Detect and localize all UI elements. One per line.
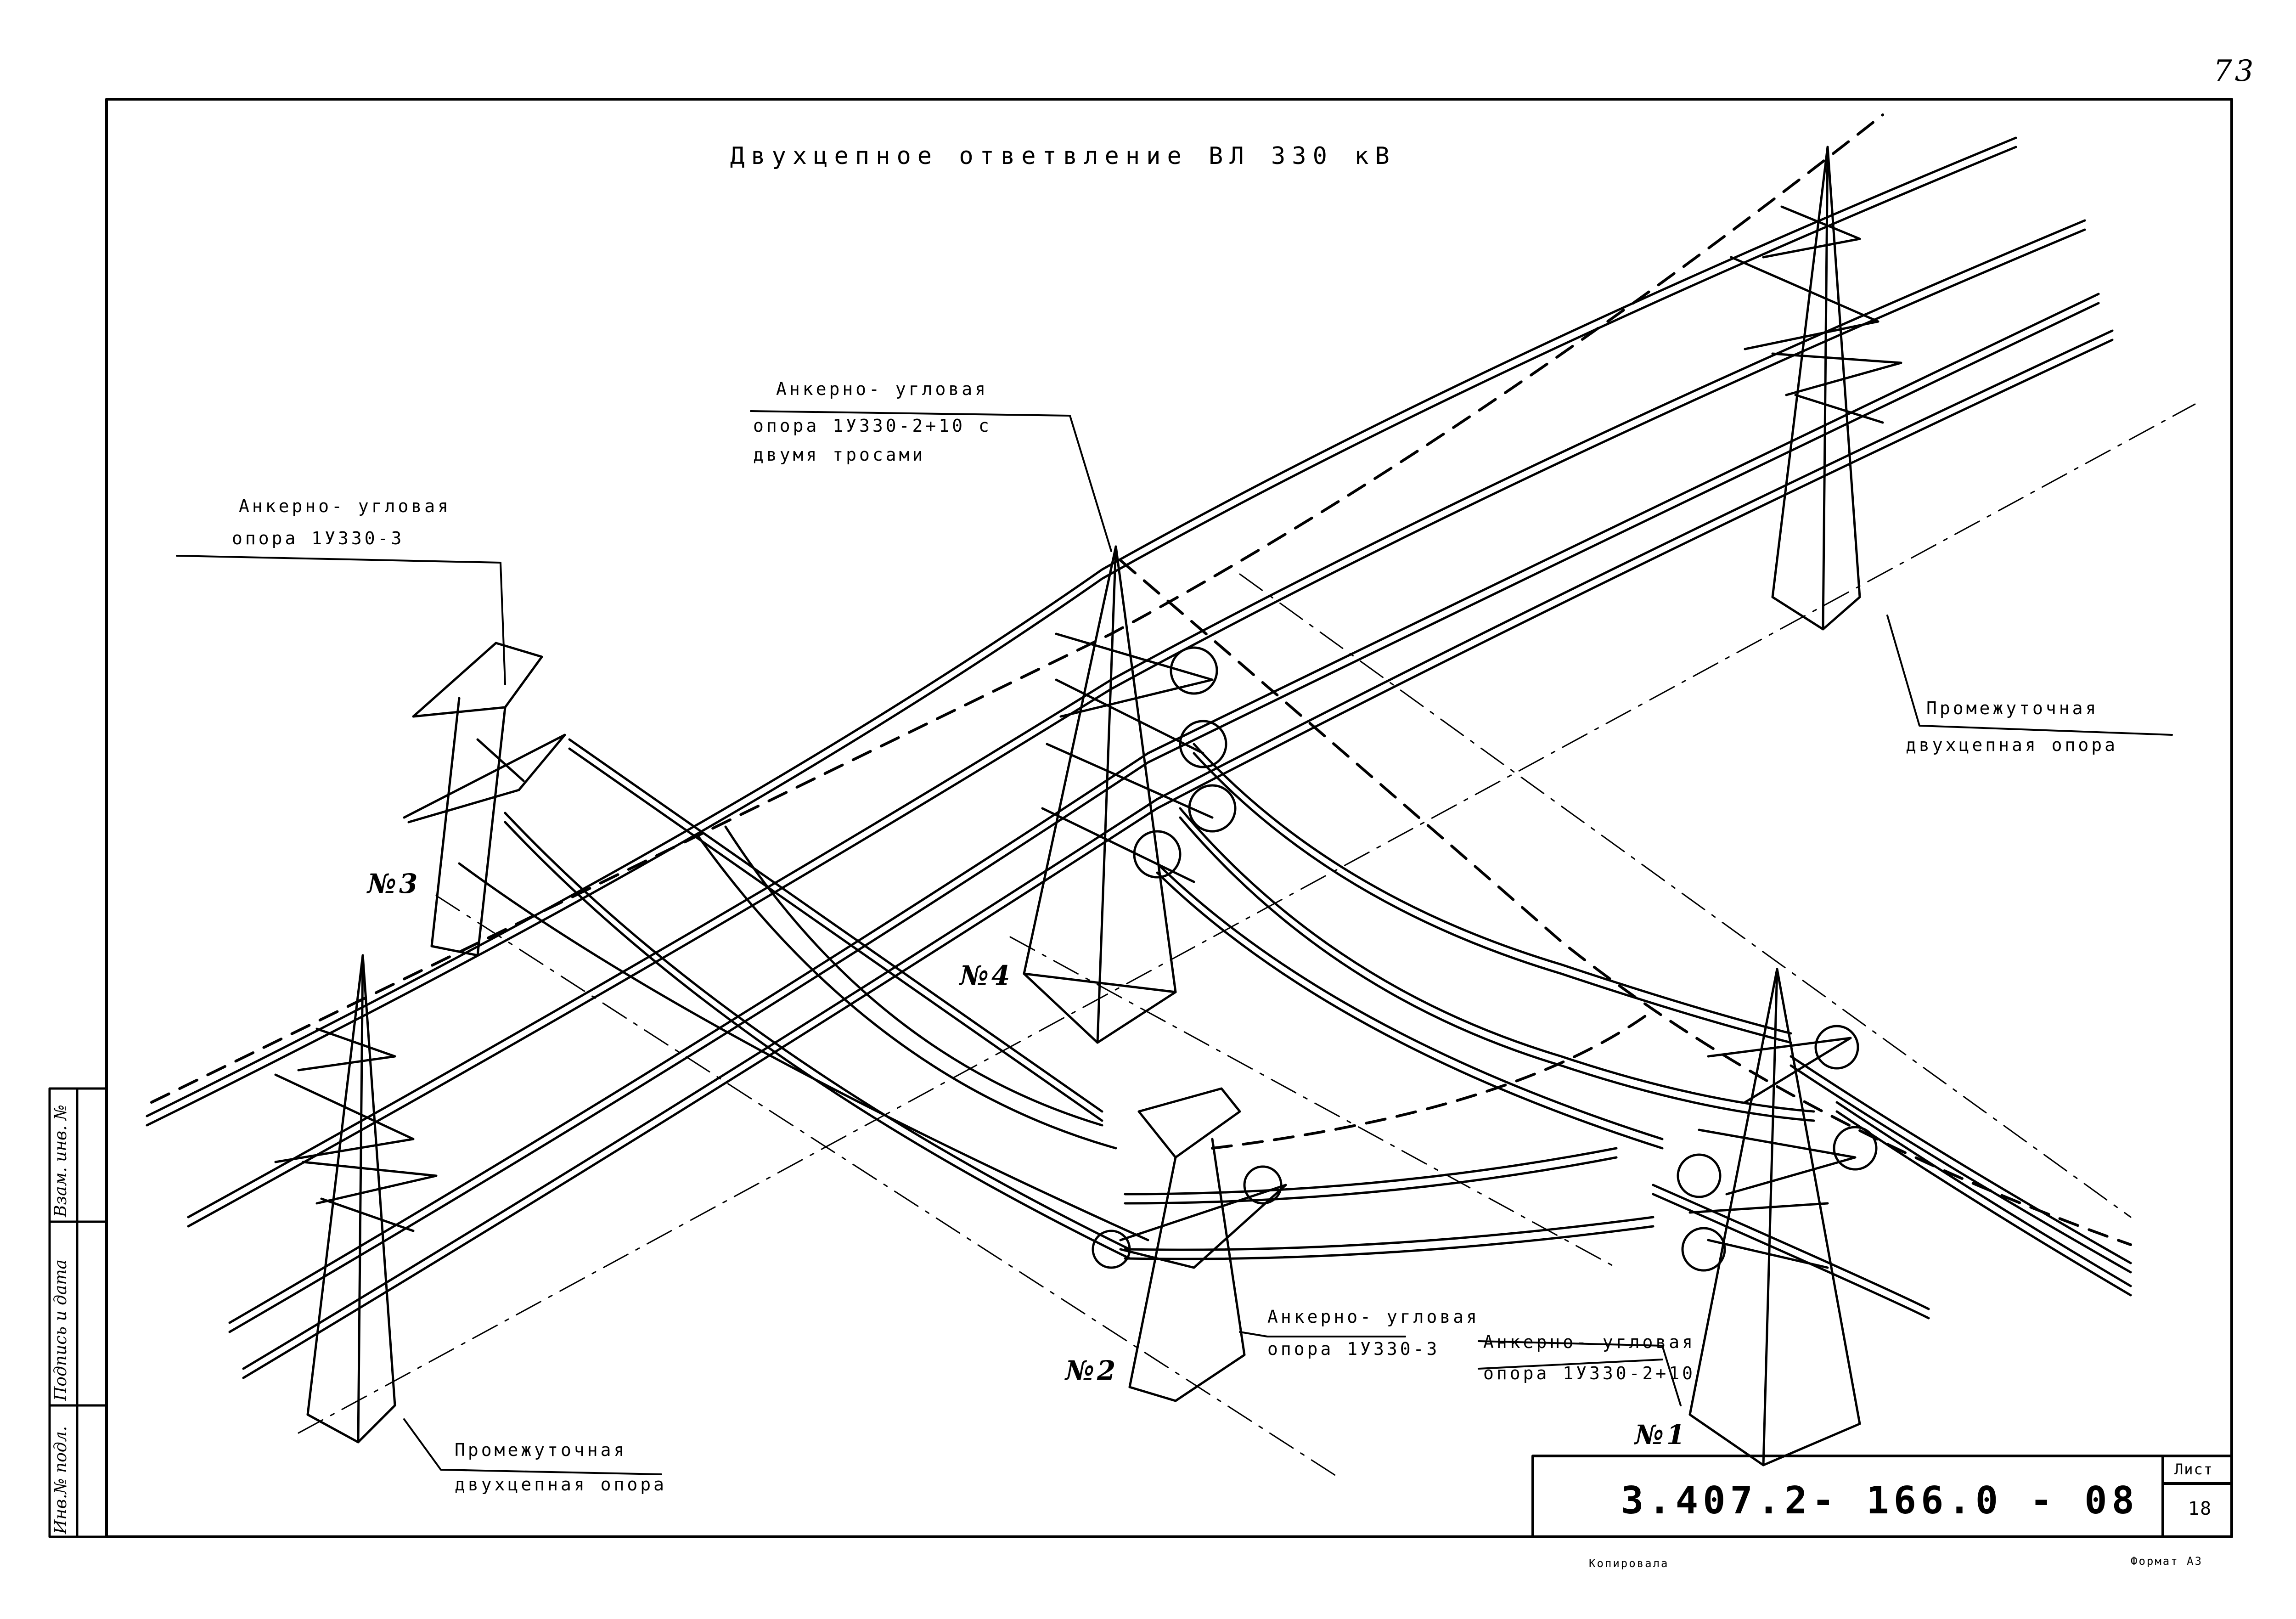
callout-line: двумя тросами xyxy=(753,445,926,465)
title-block-frame xyxy=(1531,1455,2233,1538)
callout-line: опора 1У330-3 xyxy=(1267,1339,1440,1359)
tower-intermediate-left xyxy=(274,954,438,1444)
n3-to-n2-conductors xyxy=(458,738,1654,1260)
drawing-code: 3.407.2- 166.0 - 08 xyxy=(1621,1479,2139,1523)
drawing-frame xyxy=(105,98,2233,1538)
page-number: 73 xyxy=(2213,54,2257,88)
axis-lines xyxy=(298,403,2196,1480)
callout-line: Промежуточная xyxy=(1926,698,2099,718)
tower-n2 xyxy=(1092,1087,1287,1402)
tower-number-n2: №2 xyxy=(1065,1355,1119,1386)
tower-n4 xyxy=(1023,545,1237,1044)
stamp-replacement-inventory: Взам. инв. № xyxy=(51,1104,70,1217)
callout-line: Анкерно- угловая xyxy=(1483,1332,1696,1352)
ground-wire-dashed-branch xyxy=(1119,559,2132,1246)
ground-wire-dashed xyxy=(150,113,1884,1104)
footer-copied: Копировала xyxy=(1589,1557,1669,1570)
callout-line: двухцепная опора xyxy=(455,1474,667,1495)
side-stamp-box xyxy=(48,1087,108,1538)
leader-lines xyxy=(176,410,2173,1475)
callout-line: Анкерно- угловая xyxy=(239,496,451,516)
ground-wire-dashed-arc xyxy=(1211,1009,1654,1150)
tower-n3 xyxy=(403,642,566,957)
callout-line: опора 1У330-2+10 с xyxy=(753,416,992,436)
callout-line: опора 1У330-3 xyxy=(232,528,405,548)
branch-conductors xyxy=(1156,743,2132,1320)
callout-line: опора 1У330-2+10 xyxy=(1483,1363,1696,1383)
callout-line: Анкерно- угловая xyxy=(776,379,989,399)
tower-intermediate-right xyxy=(1730,146,1902,631)
tower-number-n1: №1 xyxy=(1635,1419,1688,1450)
callout-line: двухцепная опора xyxy=(1906,735,2118,755)
tower-n1 xyxy=(1677,968,1878,1467)
stamp-signature-date: Подпись и дата xyxy=(51,1259,70,1401)
drawing-title: Двухцепное ответвление ВЛ 330 кВ xyxy=(730,142,1396,170)
callout-line: Промежуточная xyxy=(455,1440,627,1460)
tower-number-n4: №4 xyxy=(960,960,1013,991)
stamp-inventory-original: Инв.№ подл. xyxy=(51,1426,70,1534)
sheet-number: 18 xyxy=(2188,1498,2212,1519)
sheet-label: Лист xyxy=(2174,1461,2214,1478)
tower-number-n3: №3 xyxy=(367,868,421,899)
footer-format: Формат А3 xyxy=(2131,1555,2203,1568)
callout-line: Анкерно- угловая xyxy=(1267,1307,1480,1327)
